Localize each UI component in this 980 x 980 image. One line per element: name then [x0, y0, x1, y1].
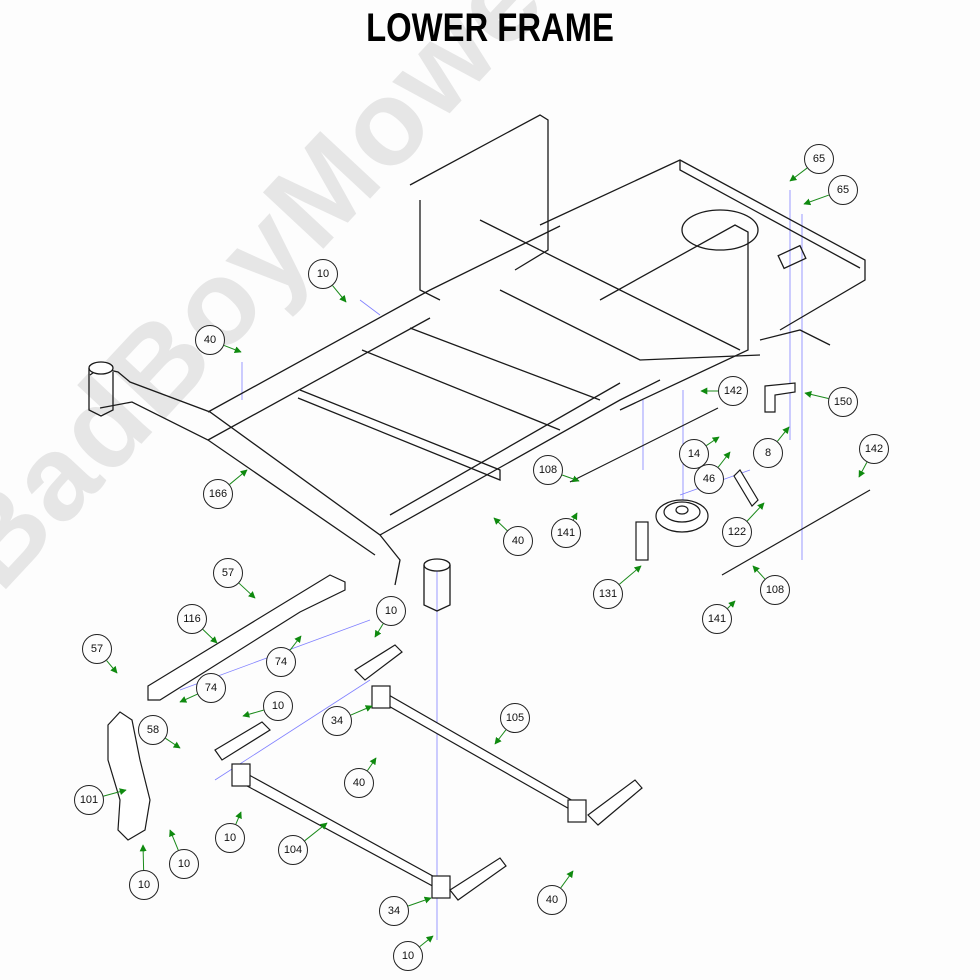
leader-line [746, 502, 765, 522]
part-callout-141[interactable]: 141 [551, 518, 581, 548]
part-callout-10[interactable]: 10 [215, 823, 245, 853]
part-callout-10[interactable]: 10 [393, 941, 423, 971]
leader-line [494, 729, 507, 745]
part-callout-108[interactable]: 108 [533, 455, 563, 485]
part-callout-8[interactable]: 8 [753, 438, 783, 468]
part-callout-57[interactable]: 57 [213, 558, 243, 588]
part-callout-65[interactable]: 65 [828, 175, 858, 205]
leader-line [717, 451, 731, 468]
part-callout-108[interactable]: 108 [760, 575, 790, 605]
part-callout-131[interactable]: 131 [593, 579, 623, 609]
main-frame [88, 114, 866, 612]
leader-line [238, 582, 256, 599]
leader-line [777, 426, 790, 442]
part-callout-10[interactable]: 10 [308, 259, 338, 289]
leader-line [374, 623, 384, 638]
leader-line [332, 285, 347, 303]
leader-lines [103, 167, 868, 948]
projection-lines [179, 190, 803, 940]
leader-line [407, 896, 432, 907]
part-callout-142[interactable]: 142 [718, 376, 748, 406]
linkage-parts [107, 382, 871, 901]
part-callout-40[interactable]: 40 [503, 526, 533, 556]
part-callout-58[interactable]: 58 [138, 715, 168, 745]
leader-line [561, 474, 580, 483]
leader-line [235, 811, 242, 825]
part-callout-122[interactable]: 122 [722, 517, 752, 547]
leader-line [179, 693, 198, 703]
part-callout-10[interactable]: 10 [263, 691, 293, 721]
leader-line [804, 391, 829, 400]
part-callout-40[interactable]: 40 [344, 768, 374, 798]
part-callout-166[interactable]: 166 [203, 479, 233, 509]
part-callout-141[interactable]: 141 [702, 604, 732, 634]
part-callout-101[interactable]: 101 [74, 785, 104, 815]
part-callout-10[interactable]: 10 [129, 870, 159, 900]
leader-line [752, 565, 766, 580]
leader-line [242, 709, 264, 718]
part-callout-116[interactable]: 116 [177, 604, 207, 634]
part-callout-150[interactable]: 150 [828, 387, 858, 417]
part-callout-10[interactable]: 10 [376, 596, 406, 626]
part-callout-104[interactable]: 104 [278, 835, 308, 865]
page-title: LOWER FRAME [366, 6, 614, 50]
leader-line [789, 167, 808, 182]
part-callout-74[interactable]: 74 [196, 673, 226, 703]
part-callout-57[interactable]: 57 [82, 634, 112, 664]
part-callout-34[interactable]: 34 [322, 706, 352, 736]
leader-line [619, 565, 642, 585]
leader-line [493, 517, 508, 531]
part-callout-74[interactable]: 74 [266, 647, 296, 677]
part-callout-40[interactable]: 40 [195, 325, 225, 355]
leader-line [706, 436, 720, 446]
leader-line [106, 660, 118, 674]
leader-line [304, 822, 328, 842]
leader-line [367, 757, 377, 771]
part-callout-105[interactable]: 105 [500, 703, 530, 733]
leader-line [103, 788, 127, 797]
leader-line [223, 344, 242, 353]
leader-line [202, 629, 218, 644]
leader-line [289, 635, 302, 651]
leader-line [419, 935, 434, 948]
leader-line [229, 469, 248, 485]
leader-line [570, 512, 578, 521]
leader-line [169, 829, 179, 851]
leader-line [803, 194, 830, 206]
leader-line [560, 870, 574, 889]
part-callout-10[interactable]: 10 [169, 849, 199, 879]
part-callout-46[interactable]: 46 [694, 464, 724, 494]
part-callout-40[interactable]: 40 [537, 885, 567, 915]
leader-line [858, 461, 868, 478]
part-callout-34[interactable]: 34 [379, 896, 409, 926]
leader-line [139, 844, 147, 871]
part-callout-65[interactable]: 65 [804, 144, 834, 174]
leader-line [350, 705, 373, 716]
leader-line [727, 600, 736, 609]
part-callout-142[interactable]: 142 [859, 434, 889, 464]
leader-line [165, 737, 181, 749]
